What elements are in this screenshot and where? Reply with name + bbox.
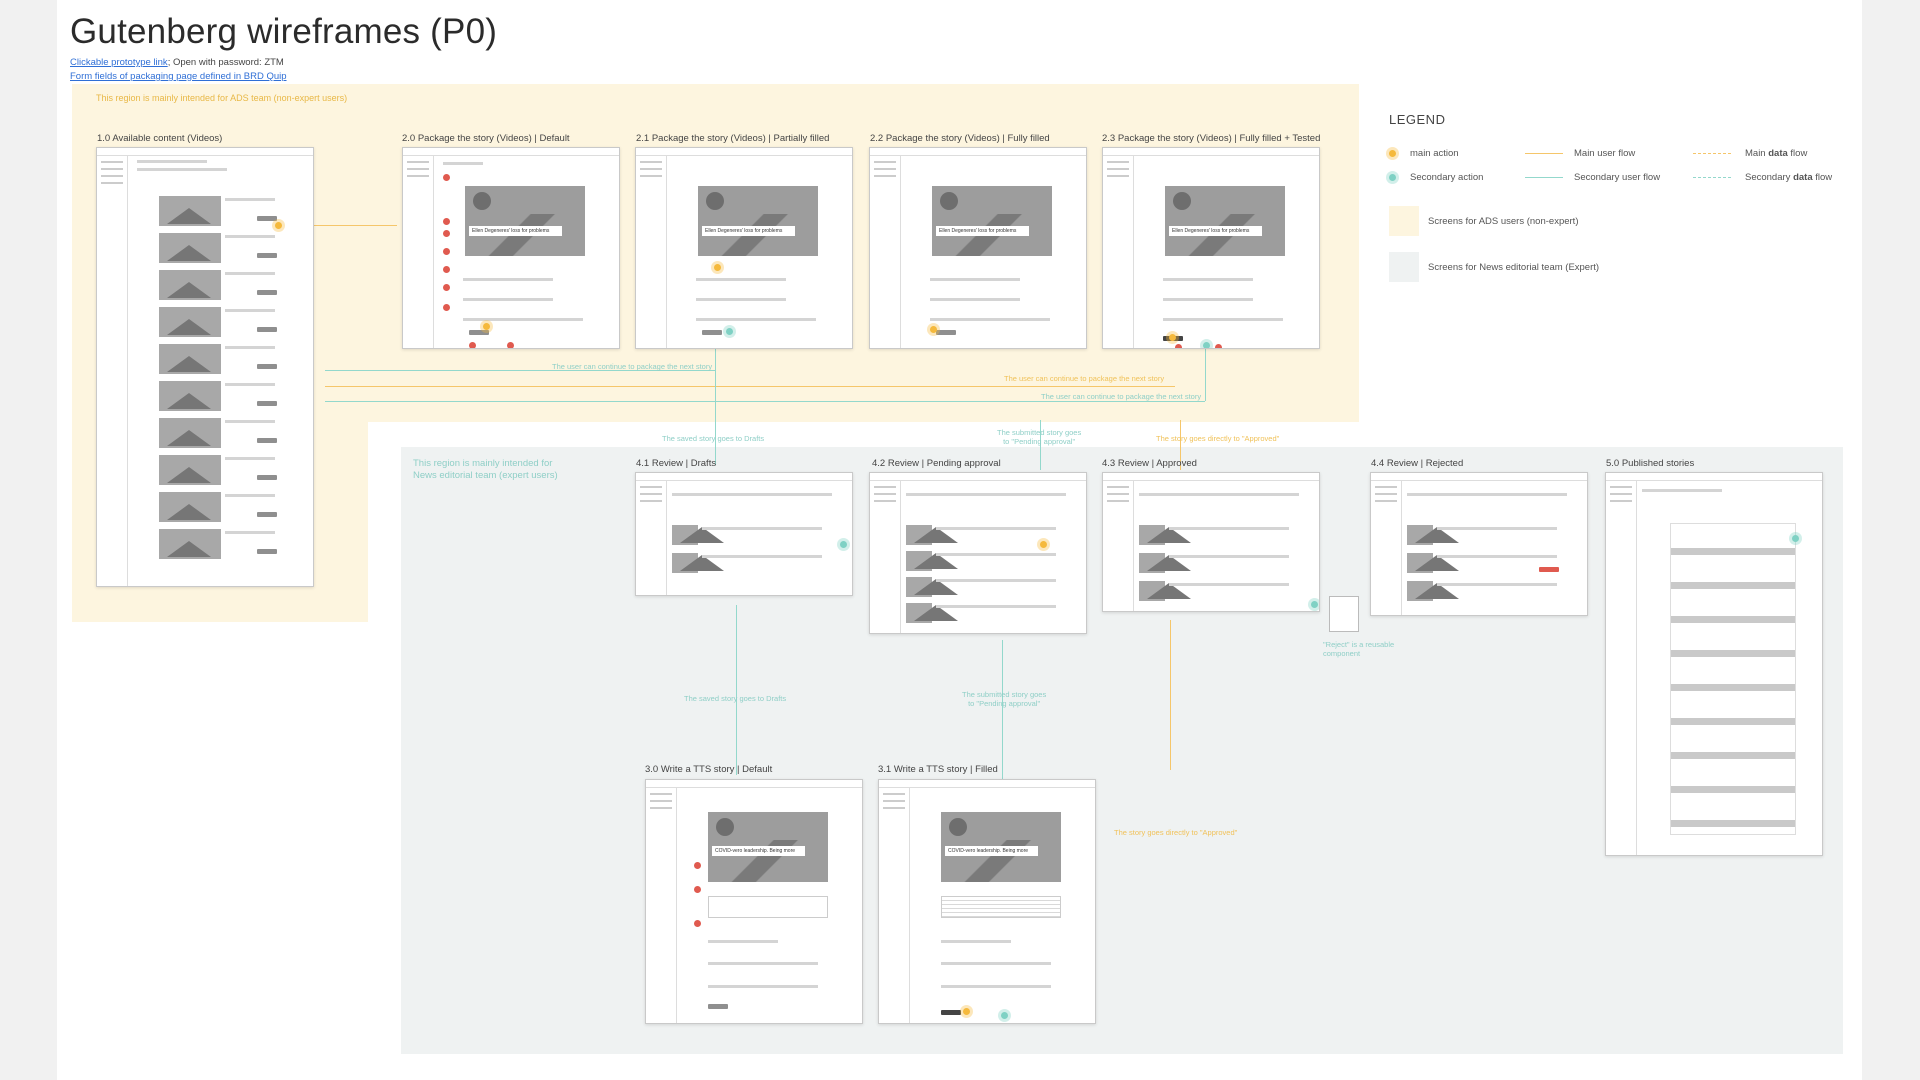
flow-line-tts-approved <box>1170 620 1171 770</box>
secondary-data-flow-line <box>1693 177 1731 179</box>
ads-region-label: This region is mainly intended for ADS t… <box>96 93 348 103</box>
legend-main-user-flow: Main user flow <box>1574 148 1636 159</box>
screen-label-4-3: 4.3 Review | Approved <box>1102 458 1197 469</box>
news-region-label-line-2: News editorial team (expert users) <box>413 470 558 481</box>
legend-secondary-data-flow-b: data <box>1793 172 1813 183</box>
note-saved-drafts-2: The saved story goes to Drafts <box>684 694 787 703</box>
flow-line-tts-drafts <box>736 605 737 775</box>
flow-line-back-3 <box>325 401 1205 402</box>
caption-s31: COVID-vero leadership. Being more <box>945 846 1038 856</box>
legend-title: LEGEND <box>1389 112 1446 127</box>
screen-review-pending[interactable] <box>869 472 1087 634</box>
caption-s23: Ellen Degeneres' loss for problems <box>1169 226 1262 236</box>
screen-available-content[interactable] <box>96 147 314 587</box>
flow-line-to-pending <box>1040 420 1041 470</box>
caption-s22: Ellen Degeneres' loss for problems <box>936 226 1029 236</box>
prototype-note: ; Open with password: ZTM <box>167 57 284 68</box>
reject-component-card <box>1329 596 1359 632</box>
main-data-flow-line <box>1693 153 1731 155</box>
note-continue-3: The user can continue to package the nex… <box>1041 392 1202 401</box>
prototype-link[interactable]: Clickable prototype link <box>70 57 168 68</box>
note-continue-1: The user can continue to package the nex… <box>552 362 713 371</box>
legend-main-data-flow: Main data flow <box>1745 148 1807 159</box>
secondary-user-flow-line <box>1525 177 1563 178</box>
ads-screens-swatch <box>1389 206 1419 236</box>
screen-label-4-2: 4.2 Review | Pending approval <box>872 458 1001 469</box>
screen-package-fully-filled[interactable]: Ellen Degeneres' loss for problems <box>869 147 1087 349</box>
subtitle-line-1: Clickable prototype link; Open with pass… <box>70 57 284 68</box>
screen-package-tested[interactable]: Ellen Degeneres' loss for problems <box>1102 147 1320 349</box>
subtitle-line-2: Form fields of packaging page defined in… <box>70 71 287 82</box>
caption-s21: Ellen Degeneres' loss for problems <box>702 226 795 236</box>
legend-secondary-user-flow: Secondary user flow <box>1574 172 1661 183</box>
legend-secondary-data-flow-a: Secondary <box>1745 172 1794 183</box>
note-submitted-2-line-1: The submitted story goes <box>962 690 1047 699</box>
screen-label-2-2: 2.2 Package the story (Videos) | Fully f… <box>870 133 1050 144</box>
screen-label-3-1: 3.1 Write a TTS story | Filled <box>878 764 998 775</box>
screen-label-1-0: 1.0 Available content (Videos) <box>97 133 223 144</box>
legend-ads-screens: Screens for ADS users (non-expert) <box>1428 216 1579 227</box>
screen-label-4-4: 4.4 Review | Rejected <box>1371 458 1464 469</box>
legend-main-action: main action <box>1410 148 1459 159</box>
secondary-action-icon <box>1389 174 1396 181</box>
caption-s30: COVID-vero leadership. Being more <box>712 846 805 856</box>
main-user-flow-line <box>1525 153 1563 154</box>
screen-label-2-1: 2.1 Package the story (Videos) | Partial… <box>636 133 830 144</box>
screen-label-4-1: 4.1 Review | Drafts <box>636 458 717 469</box>
screen-published-stories[interactable] <box>1605 472 1823 856</box>
flow-line-to-drafts <box>715 370 716 465</box>
flow-line-back-3-v <box>1205 345 1206 401</box>
news-screens-swatch <box>1389 252 1419 282</box>
note-reject-line-1: "Reject" is a reusable <box>1323 640 1395 649</box>
legend-secondary-action: Secondary action <box>1410 172 1484 183</box>
form-fields-link[interactable]: Form fields of packaging page defined in… <box>70 71 287 82</box>
screen-package-default[interactable]: Ellen Degeneres' loss for problems <box>402 147 620 349</box>
screen-label-2-3: 2.3 Package the story (Videos) | Fully f… <box>1102 133 1321 144</box>
flow-line-back-1-v <box>715 330 716 370</box>
caption-s20: Ellen Degeneres' loss for problems <box>469 226 562 236</box>
screen-review-drafts[interactable] <box>635 472 853 596</box>
note-submitted-2-line-2: to "Pending approval" <box>968 699 1041 708</box>
note-approved: The story goes directly to "Approved" <box>1156 434 1280 443</box>
note-submitted-line-1: The submitted story goes <box>997 428 1082 437</box>
screen-package-partially-filled[interactable]: Ellen Degeneres' loss for problems <box>635 147 853 349</box>
note-reject-line-2: component <box>1323 649 1361 658</box>
page-title: Gutenberg wireframes (P0) <box>70 12 498 51</box>
screen-review-approved[interactable] <box>1102 472 1320 612</box>
screen-tts-filled[interactable]: COVID-vero leadership. Being more <box>878 779 1096 1024</box>
flow-line-to-approved <box>1180 420 1181 470</box>
news-region-label-line-1: This region is mainly intended for <box>413 458 553 469</box>
screen-label-5-0: 5.0 Published stories <box>1606 458 1695 469</box>
legend-main-data-flow-a: Main <box>1745 148 1769 159</box>
note-submitted-line-2: to "Pending approval" <box>1003 437 1076 446</box>
screen-tts-default[interactable]: COVID-vero leadership. Being more <box>645 779 863 1024</box>
flow-line-back-2 <box>325 386 1175 387</box>
screen-review-rejected[interactable] <box>1370 472 1588 616</box>
main-action-icon <box>1389 150 1396 157</box>
legend-news-screens: Screens for News editorial team (Expert) <box>1428 262 1600 273</box>
screen-label-2-0: 2.0 Package the story (Videos) | Default <box>402 133 570 144</box>
legend-secondary-data-flow: Secondary data flow <box>1745 172 1832 183</box>
note-continue-2: The user can continue to package the nex… <box>1004 374 1165 383</box>
flow-line-back-1 <box>325 370 715 371</box>
screen-label-3-0: 3.0 Write a TTS story | Default <box>645 764 773 775</box>
legend-main-data-flow-b: data <box>1768 148 1788 159</box>
legend-main-data-flow-c: flow <box>1787 148 1808 159</box>
legend-secondary-data-flow-c: flow <box>1812 172 1833 183</box>
note-approved-2: The story goes directly to "Approved" <box>1114 828 1238 837</box>
flow-line-1-to-2 <box>285 225 397 226</box>
note-saved-drafts: The saved story goes to Drafts <box>662 434 765 443</box>
